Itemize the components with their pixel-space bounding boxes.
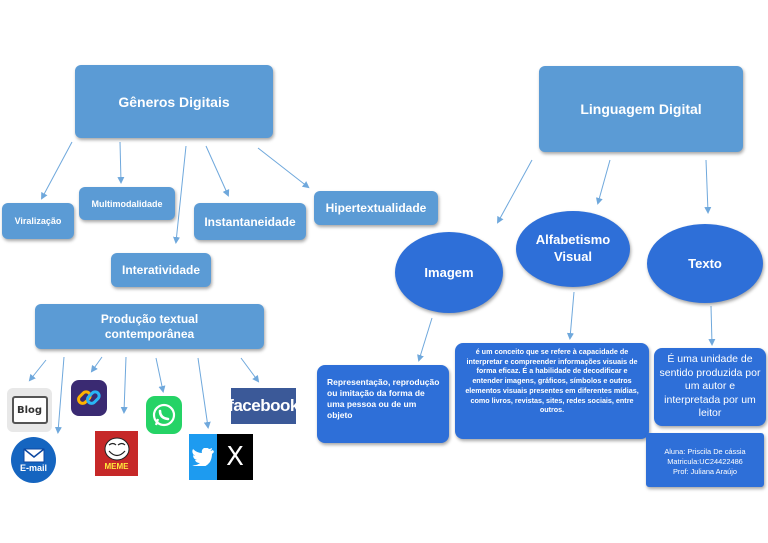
x-icon: X: [217, 434, 253, 480]
node-producao-textual: Produção textual contemporânea: [35, 304, 264, 349]
envelope-icon: [23, 447, 44, 462]
node-texto: Texto: [647, 224, 763, 303]
meme-icon-label: MEME: [104, 462, 129, 471]
link-icon: [71, 380, 107, 416]
blog-icon: Blog: [7, 388, 52, 432]
root-linguagem-digital: Linguagem Digital: [539, 66, 743, 152]
credits-box: Aluna: Priscila De cássia Matricula:UC24…: [646, 433, 764, 487]
root-generos-digitais: Gêneros Digitais: [75, 65, 273, 138]
imagem-description: Representação, reprodução ou imitação da…: [317, 365, 449, 443]
x-icon-label: X: [226, 442, 244, 472]
credits-student: Aluna: Priscila De cássia: [664, 447, 746, 456]
facebook-icon-label: facebook: [231, 396, 296, 415]
node-interatividade: Interatividade: [111, 253, 211, 287]
node-hipertextualidade: Hipertextualidade: [314, 191, 438, 225]
email-icon-label: E-mail: [19, 462, 47, 473]
credits-professor: Prof: Juliana Araújo: [672, 466, 738, 476]
meme-icon: MEME: [95, 431, 138, 476]
credits-registration: Matricula:UC24422486: [667, 456, 743, 466]
node-viralizacao: Viralização: [2, 203, 74, 239]
twitter-icon: [189, 434, 217, 480]
node-alfabetismo-visual: Alfabetismo Visual: [516, 211, 630, 287]
blog-icon-label: Blog: [11, 396, 48, 424]
texto-description: É uma unidade de sentido produzida por u…: [654, 348, 766, 426]
node-instantaneidade: Instantaneidade: [194, 203, 306, 240]
troll-face-icon: [104, 437, 129, 461]
node-multimodalidade: Multimodalidade: [79, 187, 175, 220]
facebook-icon: facebook: [231, 388, 296, 424]
alfabetismo-description: é um conceito que se refere à capacidade…: [455, 343, 649, 439]
node-imagem: Imagem: [395, 232, 503, 313]
email-icon: E-mail: [11, 437, 56, 483]
whatsapp-icon: [146, 396, 182, 434]
